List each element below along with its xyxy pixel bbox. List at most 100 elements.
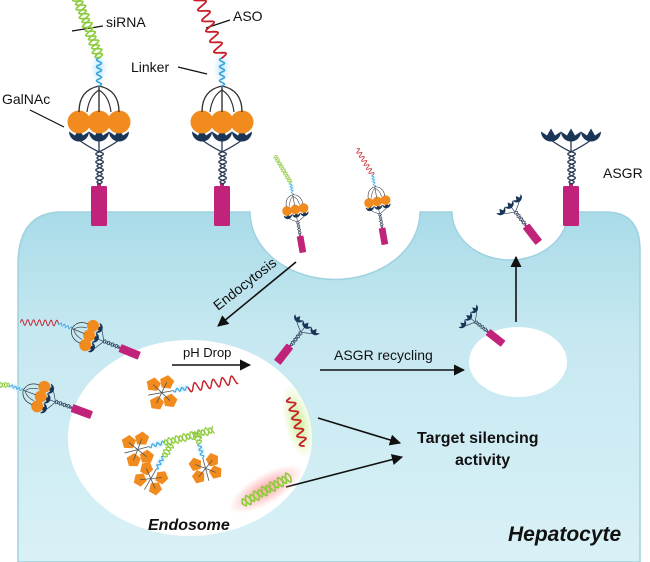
aso-strand xyxy=(192,0,228,59)
sirna-strand xyxy=(74,0,103,59)
galnac-sugar xyxy=(205,453,218,467)
receptor-helix xyxy=(296,221,302,236)
galnac-sugar xyxy=(364,198,374,208)
receptor-arm xyxy=(511,206,516,213)
galnac-sugar xyxy=(298,203,309,213)
receptor-cup-icon xyxy=(95,322,103,333)
receptor-arm xyxy=(201,139,223,153)
receptor-arm xyxy=(570,139,592,153)
asgr-transmembrane-domain xyxy=(296,235,307,254)
hepatocyte-label: Hepatocyte xyxy=(508,523,622,546)
galnac-sugar xyxy=(107,110,131,134)
receptor-cup-icon xyxy=(192,128,212,142)
galnac-branch xyxy=(289,196,300,207)
released-aso xyxy=(281,384,315,460)
galnac-label: GalNAc xyxy=(2,91,50,107)
aso-release-arrow xyxy=(317,417,402,446)
pit-receptor-sirna xyxy=(273,155,309,254)
receptor-cup-icon xyxy=(109,128,129,142)
receptor-cup-icon xyxy=(464,312,473,321)
aso-strand xyxy=(19,318,59,327)
receptor-cup-icon xyxy=(87,342,95,353)
galnac-branch xyxy=(78,85,120,113)
asgr-receptor xyxy=(0,380,93,419)
galnac-sugar xyxy=(67,110,91,134)
asgr-label: ASGR xyxy=(603,165,643,181)
surface-receptor-empty xyxy=(541,128,601,226)
sirna-strand xyxy=(163,427,215,447)
sirna-strand xyxy=(241,475,293,506)
galnac-conjugate xyxy=(133,443,175,496)
asgr-receptor xyxy=(273,155,309,254)
linker-label: Linker xyxy=(131,59,169,75)
linker-strand xyxy=(289,182,294,195)
receptor-helix xyxy=(55,399,72,409)
sirna-release-arrow xyxy=(285,454,404,488)
recycling-vesicle-receptor xyxy=(458,304,506,347)
ph-drop-label: pH Drop xyxy=(183,345,231,360)
receptor-cup-icon xyxy=(69,128,89,142)
receptor-arm xyxy=(78,139,100,153)
galnac-sugar xyxy=(380,195,391,205)
released-sirna xyxy=(228,464,304,514)
receptor-arm xyxy=(296,216,298,222)
linker-strand xyxy=(57,322,73,330)
galnac-sugar xyxy=(79,339,92,352)
receptor-helix xyxy=(219,151,228,185)
galnac-branch xyxy=(24,388,39,401)
recycling-vesicle xyxy=(469,327,567,397)
galnac-branch xyxy=(201,85,243,113)
linker-strand xyxy=(95,57,103,87)
asgr-transmembrane-domain xyxy=(485,329,506,347)
sirna-strand xyxy=(274,155,292,184)
receptor-arm xyxy=(378,208,380,214)
galnac-sugar xyxy=(139,449,155,463)
galnac-branch xyxy=(209,89,235,113)
pit-receptor-aso xyxy=(356,148,391,246)
target-silencing-label-line1: Target silencing xyxy=(417,430,539,447)
galnac-branch xyxy=(73,326,87,340)
endosome-receptor-top xyxy=(19,318,141,360)
receptor-helix xyxy=(96,151,105,185)
receptor-cup-icon xyxy=(512,194,522,203)
receptor-cup-icon xyxy=(561,128,581,142)
asgr-transmembrane-domain xyxy=(523,223,542,245)
galnac-branch xyxy=(148,382,174,404)
galnac-sugar xyxy=(38,380,51,393)
receptor-cup-icon xyxy=(232,128,252,142)
aso-strand xyxy=(285,397,307,447)
linker-leader-line xyxy=(177,66,208,75)
asgr-receptor xyxy=(356,148,391,246)
galnac-sugar xyxy=(83,329,96,342)
aso-strand xyxy=(356,148,375,176)
asgr-transmembrane-domain xyxy=(118,344,141,360)
galnac-sugar xyxy=(230,110,254,134)
receptor-helix xyxy=(475,320,488,332)
receptor-cup-icon xyxy=(43,393,51,404)
galnac-leader-line xyxy=(29,109,65,128)
receptor-cup-icon xyxy=(291,212,301,218)
linker-strand xyxy=(197,443,205,459)
molecule-artwork xyxy=(0,0,601,514)
surface-receptor-sirna xyxy=(67,0,131,226)
asgr-stalk xyxy=(220,183,224,188)
linker-strand xyxy=(218,57,226,87)
linker-strand xyxy=(9,384,24,391)
receptor-arm xyxy=(550,139,572,153)
target-silencing-label-line2: activity xyxy=(455,452,510,469)
galnac-conjugate xyxy=(188,429,222,484)
receptor-cup-icon xyxy=(300,210,309,217)
receptor-cup-icon xyxy=(504,200,514,209)
asgr-receptor xyxy=(458,304,506,347)
galnac-sugar xyxy=(34,390,47,403)
free-conjugates xyxy=(121,375,239,496)
receptor-cup-icon xyxy=(470,304,479,314)
linker-strand xyxy=(155,455,165,470)
receptor-cup-icon xyxy=(496,206,506,216)
galnac-branch xyxy=(139,468,162,490)
asgr-receptor xyxy=(496,194,542,245)
asgr-receptor xyxy=(19,318,141,360)
galnac-sugar xyxy=(372,196,383,207)
receptor-helix xyxy=(515,210,527,226)
